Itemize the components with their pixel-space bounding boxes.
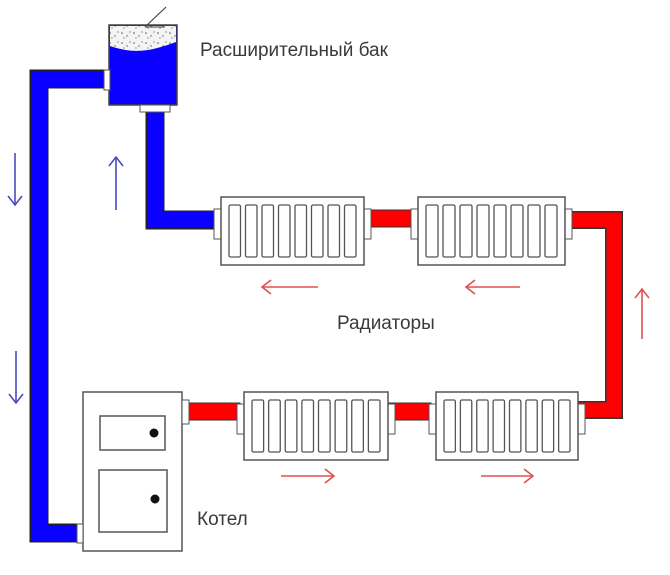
tank-riser-pipe — [145, 108, 214, 230]
boiler — [76, 391, 190, 552]
radiator-section — [541, 399, 555, 453]
radiator-section — [310, 204, 324, 258]
radiator-section — [327, 204, 341, 258]
radiator-section — [317, 399, 331, 453]
radiator-section — [442, 204, 456, 258]
radiator-upper-right — [410, 196, 573, 266]
boiler-upper-knob — [149, 428, 159, 438]
flow-arrow-right-icon — [481, 468, 535, 484]
boiler-label: Котел — [197, 509, 248, 530]
radiator-upper-left — [213, 196, 372, 266]
flow-arrow-down-icon — [7, 153, 23, 207]
radiator-section — [476, 204, 490, 258]
flow-arrow-left-icon — [260, 279, 318, 295]
radiator-section — [544, 204, 558, 258]
radiator-lower-right — [428, 391, 586, 461]
radiator-lower-left — [236, 391, 396, 461]
radiator-section — [443, 399, 457, 453]
expansion-tank — [103, 6, 178, 113]
radiator-section — [251, 399, 265, 453]
radiator-section — [334, 399, 348, 453]
radiator-section — [557, 399, 571, 453]
radiator-section — [508, 399, 522, 453]
flow-arrow-up-icon — [634, 287, 650, 339]
radiator-section — [351, 399, 365, 453]
flow-arrow-left-icon — [464, 279, 520, 295]
radiator-section — [459, 204, 473, 258]
radiator-section — [425, 204, 439, 258]
radiator-section — [267, 399, 281, 453]
expansion-tank-label: Расширительный бак — [200, 40, 389, 61]
radiator-section — [493, 204, 507, 258]
radiator-section — [261, 204, 275, 258]
radiator-section — [492, 399, 506, 453]
radiator-section — [244, 204, 258, 258]
radiator-section — [476, 399, 489, 453]
radiator-section — [525, 399, 538, 453]
radiators-label: Радиаторы — [337, 313, 435, 334]
radiator-section — [510, 204, 524, 258]
hot-supply-pipe — [187, 209, 623, 421]
radiator-section — [228, 204, 242, 258]
radiator-section — [284, 399, 298, 453]
radiator-section — [277, 204, 291, 258]
flow-arrow-down-icon — [8, 351, 24, 405]
boiler-lower-knob — [150, 494, 160, 504]
flow-arrow-up-icon — [108, 155, 124, 210]
cold-return-pipe — [29, 69, 106, 543]
radiator-section — [527, 204, 541, 258]
radiator-section — [301, 399, 315, 453]
radiator-section — [343, 204, 357, 258]
radiator-section — [459, 399, 473, 453]
radiator-section — [367, 399, 381, 453]
radiator-section — [294, 204, 308, 258]
flow-arrow-right-icon — [281, 468, 336, 484]
